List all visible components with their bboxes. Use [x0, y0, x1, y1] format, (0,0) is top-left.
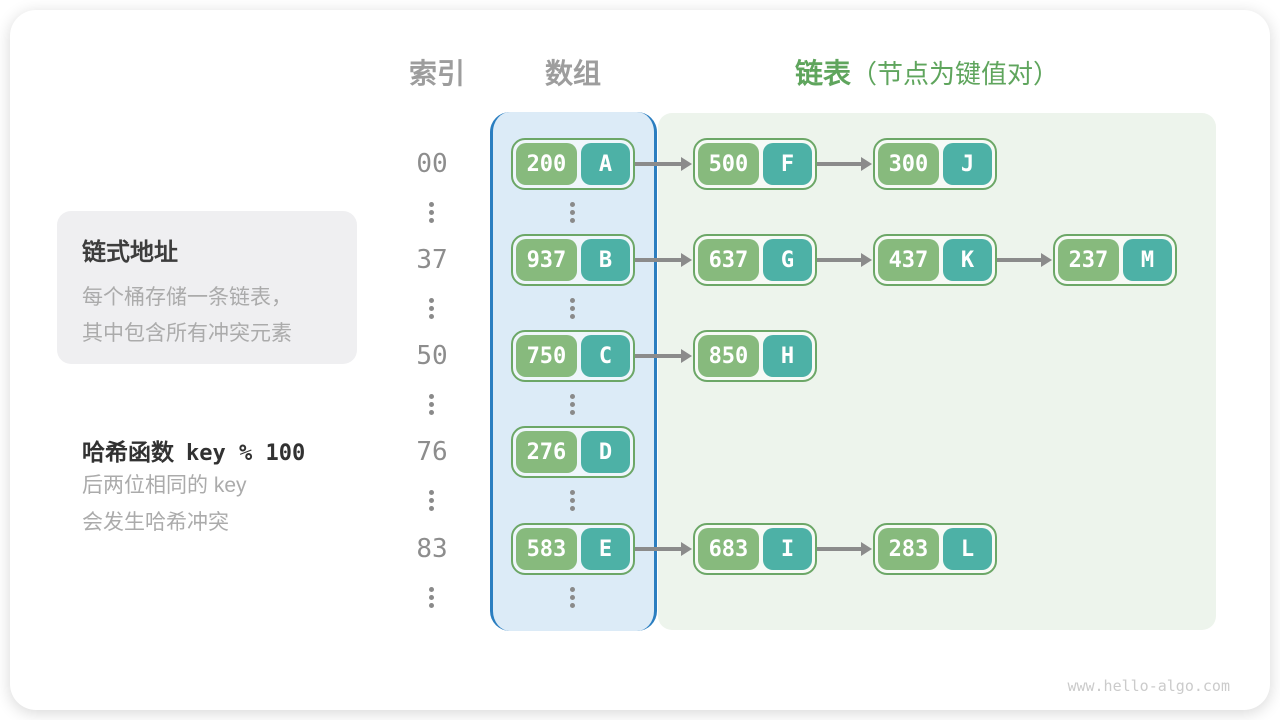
node-value: I	[762, 528, 812, 570]
node-value: M	[1122, 239, 1172, 281]
ellipsis-dots	[429, 394, 434, 415]
node-value: B	[580, 239, 630, 281]
ellipsis-dots	[570, 202, 575, 223]
node-key: 200	[516, 143, 577, 185]
index-label: 83	[416, 534, 448, 564]
node-key: 237	[1058, 239, 1119, 281]
ellipsis-dots	[429, 587, 434, 608]
ellipsis-dots	[570, 298, 575, 319]
node-value: D	[580, 431, 630, 473]
hash-desc-line1: 后两位相同的 key	[82, 474, 247, 497]
chaining-desc-line2: 其中包含所有冲突元素	[82, 322, 292, 345]
next-pointer-arrow	[817, 542, 872, 556]
node-value: A	[580, 143, 630, 185]
hash-function-label: 哈希函数	[82, 439, 174, 465]
node-value: L	[942, 528, 992, 570]
list-header-note: （节点为键值对）	[851, 59, 1060, 89]
ellipsis-dots	[570, 587, 575, 608]
chaining-info-box: 链式地址 每个桶存储一条链表， 其中包含所有冲突元素	[57, 211, 357, 364]
chaining-title: 链式地址	[82, 239, 178, 266]
node-key: 750	[516, 335, 577, 377]
hash-desc-line2: 会发生哈希冲突	[82, 511, 229, 534]
node-value: E	[580, 528, 630, 570]
index-label: 76	[416, 437, 448, 467]
node-key: 500	[698, 143, 759, 185]
ellipsis-dots	[429, 490, 434, 511]
index-label: 50	[416, 341, 448, 371]
node-key: 637	[698, 239, 759, 281]
node-value: H	[762, 335, 812, 377]
ellipsis-dots	[429, 298, 434, 319]
next-pointer-arrow	[817, 253, 872, 267]
array-column-header: 数组	[544, 58, 601, 89]
ellipsis-dots	[570, 490, 575, 511]
node-value: G	[762, 239, 812, 281]
watermark: www.hello-algo.com	[1067, 677, 1230, 695]
node-key: 937	[516, 239, 577, 281]
node-value: J	[942, 143, 992, 185]
ellipsis-dots	[429, 202, 434, 223]
list-column-header: 链表（节点为键值对）	[795, 52, 1059, 92]
next-pointer-arrow	[635, 349, 692, 363]
node-key: 300	[878, 143, 939, 185]
next-pointer-arrow	[635, 253, 692, 267]
node-key: 683	[698, 528, 759, 570]
index-column-header: 索引	[408, 58, 465, 89]
list-header-label: 链表	[795, 58, 852, 89]
next-pointer-arrow	[817, 157, 872, 171]
node-value: C	[580, 335, 630, 377]
hash-function-title: 哈希函数 key % 100	[82, 433, 382, 467]
hash-function-formula: key % 100	[186, 441, 306, 466]
ellipsis-dots	[570, 394, 575, 415]
node-key: 276	[516, 431, 577, 473]
node-key: 283	[878, 528, 939, 570]
node-key: 437	[878, 239, 939, 281]
node-key: 583	[516, 528, 577, 570]
node-key: 850	[698, 335, 759, 377]
hash-function-block: 哈希函数 key % 100 后两位相同的 key 会发生哈希冲突	[82, 433, 382, 541]
index-label: 37	[416, 245, 448, 275]
chaining-desc-line1: 每个桶存储一条链表，	[82, 286, 292, 309]
next-pointer-arrow	[635, 157, 692, 171]
next-pointer-arrow	[635, 542, 692, 556]
index-label: 00	[416, 149, 448, 179]
next-pointer-arrow	[997, 253, 1052, 267]
node-value: K	[942, 239, 992, 281]
node-value: F	[762, 143, 812, 185]
